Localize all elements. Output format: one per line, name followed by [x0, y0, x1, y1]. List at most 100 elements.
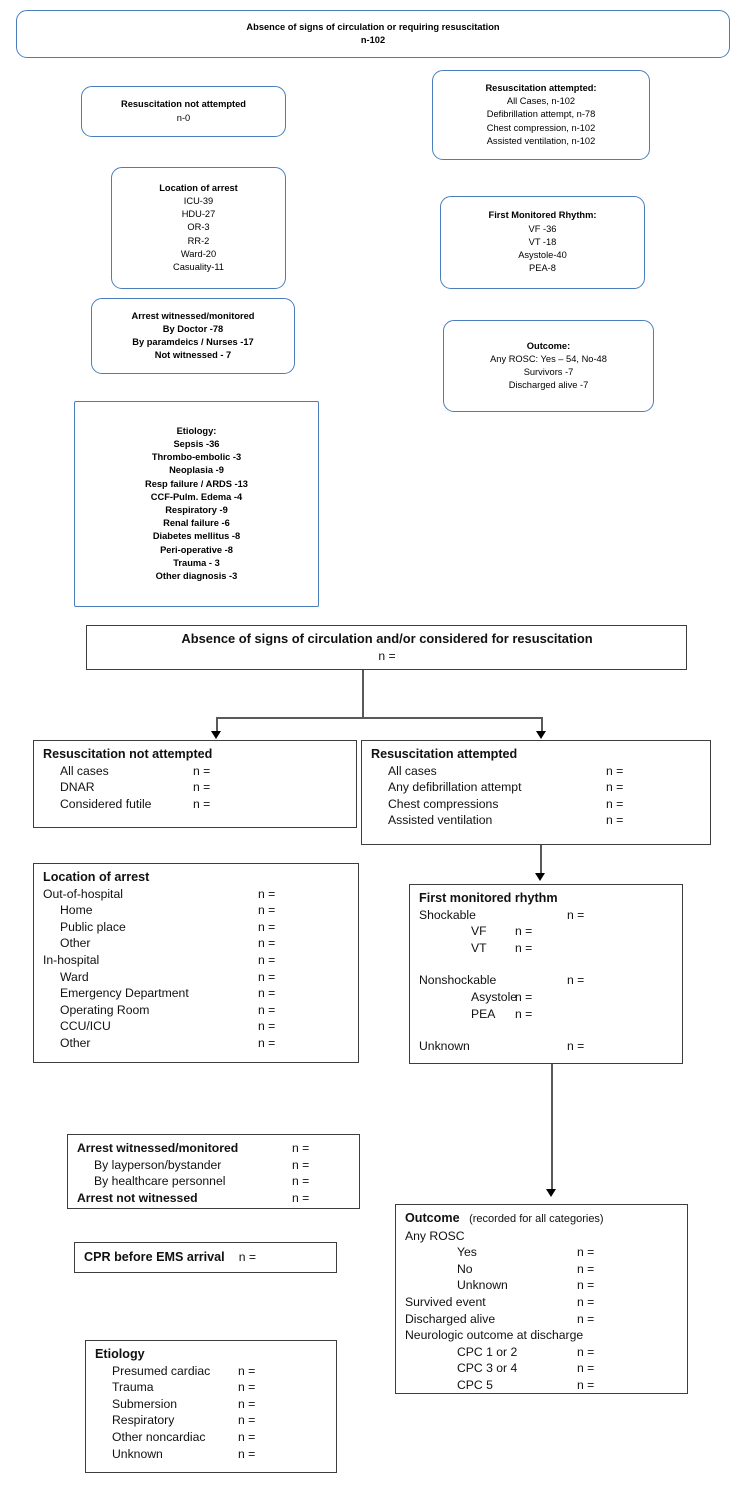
box-line: Chest compression, n-102 — [486, 122, 596, 133]
box-line: Asystole-40 — [518, 250, 567, 261]
spacer — [419, 1022, 674, 1038]
row-label: Trauma — [112, 1380, 154, 1395]
row-value: n = — [515, 940, 533, 955]
root-line2: n = — [378, 648, 396, 663]
cpr-label: CPR before EMS arrival — [84, 1250, 225, 1265]
box-title: First Monitored Rhythm: — [488, 210, 597, 221]
row-label: CPC 5 — [457, 1377, 493, 1392]
box-title: Etiology: — [176, 425, 217, 436]
box-line: Discharged alive -7 — [508, 380, 589, 391]
row-label: Unknown — [112, 1446, 163, 1461]
box-line: Resp failure / ARDS -13 — [145, 478, 248, 489]
row-label: By healthcare personnel — [94, 1174, 226, 1189]
row-label: Operating Room — [60, 1002, 150, 1017]
row-value: n = — [238, 1396, 256, 1411]
row-label: Chest compressions — [388, 796, 499, 811]
row-label: Arrest not witnessed — [77, 1190, 198, 1205]
row-value: n = — [258, 919, 276, 934]
row-value: n = — [238, 1429, 256, 1444]
row-value: n = — [292, 1190, 310, 1205]
box-line: Diabetes mellitus -8 — [152, 531, 241, 542]
row-label: Arrest witnessed/monitored — [77, 1141, 239, 1155]
row-label: CPC 3 or 4 — [457, 1361, 518, 1376]
row-value: n = — [606, 780, 624, 795]
row-value: n = — [577, 1245, 595, 1260]
connector-branch-right — [541, 717, 543, 734]
row-label: PEA — [471, 1006, 496, 1021]
row-label: Other noncardiac — [112, 1429, 206, 1444]
row-value: n = — [238, 1363, 256, 1378]
row-label: Other — [60, 936, 91, 951]
data-row: Neurologic outcome at discharge — [405, 1327, 679, 1344]
row-value: n = — [567, 907, 585, 922]
row-value: n = — [258, 1019, 276, 1034]
data-row: Discharged alive n = — [405, 1311, 679, 1328]
row-value: n = — [238, 1380, 256, 1395]
box-line: Respiratory -9 — [165, 505, 228, 515]
row-label: Considered futile — [60, 796, 152, 811]
row-value: n = — [606, 813, 624, 828]
box-line: VF -36 — [528, 223, 557, 234]
box-line: PEA-8 — [529, 263, 556, 274]
box-line: Any ROSC: Yes – 54, No-48 — [490, 353, 607, 364]
box-line: ICU-39 — [183, 195, 214, 206]
top-summary-box: Absence of signs of circulation or requi… — [16, 10, 730, 58]
row-label: Discharged alive — [405, 1311, 496, 1326]
box-lines: n-0 — [177, 112, 190, 125]
data-row: Any defibrillation attempt n = — [371, 779, 702, 796]
box-title: Arrest witnessed/monitored — [131, 310, 255, 321]
box-title: Resuscitation attempted: — [485, 82, 597, 93]
box-line: By Doctor -78 — [162, 323, 224, 334]
box-line: Survivors -7 — [523, 367, 574, 377]
row-value: n = — [577, 1261, 595, 1276]
row-value: n = — [515, 989, 533, 1004]
box-line: Assisted ventilation, n-102 — [486, 135, 596, 146]
row-value: n = — [258, 986, 276, 1001]
row-label: All cases — [388, 763, 437, 778]
data-row: Trauma n = — [95, 1379, 328, 1396]
attempted-title: Resuscitation attempted — [371, 747, 518, 761]
box-title: Resuscitation not attempted — [120, 99, 246, 110]
row-value: n = — [258, 886, 276, 901]
row-value: n = — [238, 1446, 256, 1461]
box-line: Defibrillation attempt, n-78 — [486, 109, 596, 120]
row-value: n = — [258, 969, 276, 984]
row-label: In-hospital — [43, 952, 100, 967]
row-label: Unknown — [457, 1278, 508, 1293]
arrow-to-attempted — [536, 731, 546, 739]
row-label: Nonshockable — [419, 973, 497, 988]
box-line: By paramdeics / Nurses -17 — [132, 337, 254, 347]
row-label: Any defibrillation attempt — [388, 780, 522, 795]
data-row: Arrest not witnessed n = — [77, 1190, 351, 1207]
row-label: DNAR — [60, 780, 95, 795]
row-value: n = — [606, 763, 624, 778]
row-value: n = — [577, 1311, 595, 1326]
row-value: n = — [515, 1006, 533, 1021]
data-row: PEA n = — [419, 1006, 674, 1023]
outcome-title-main: Outcome — [405, 1211, 460, 1225]
row-label: Asystole — [471, 989, 518, 1004]
row-value: n = — [292, 1157, 310, 1172]
box-line: Ward-20 — [180, 248, 217, 259]
